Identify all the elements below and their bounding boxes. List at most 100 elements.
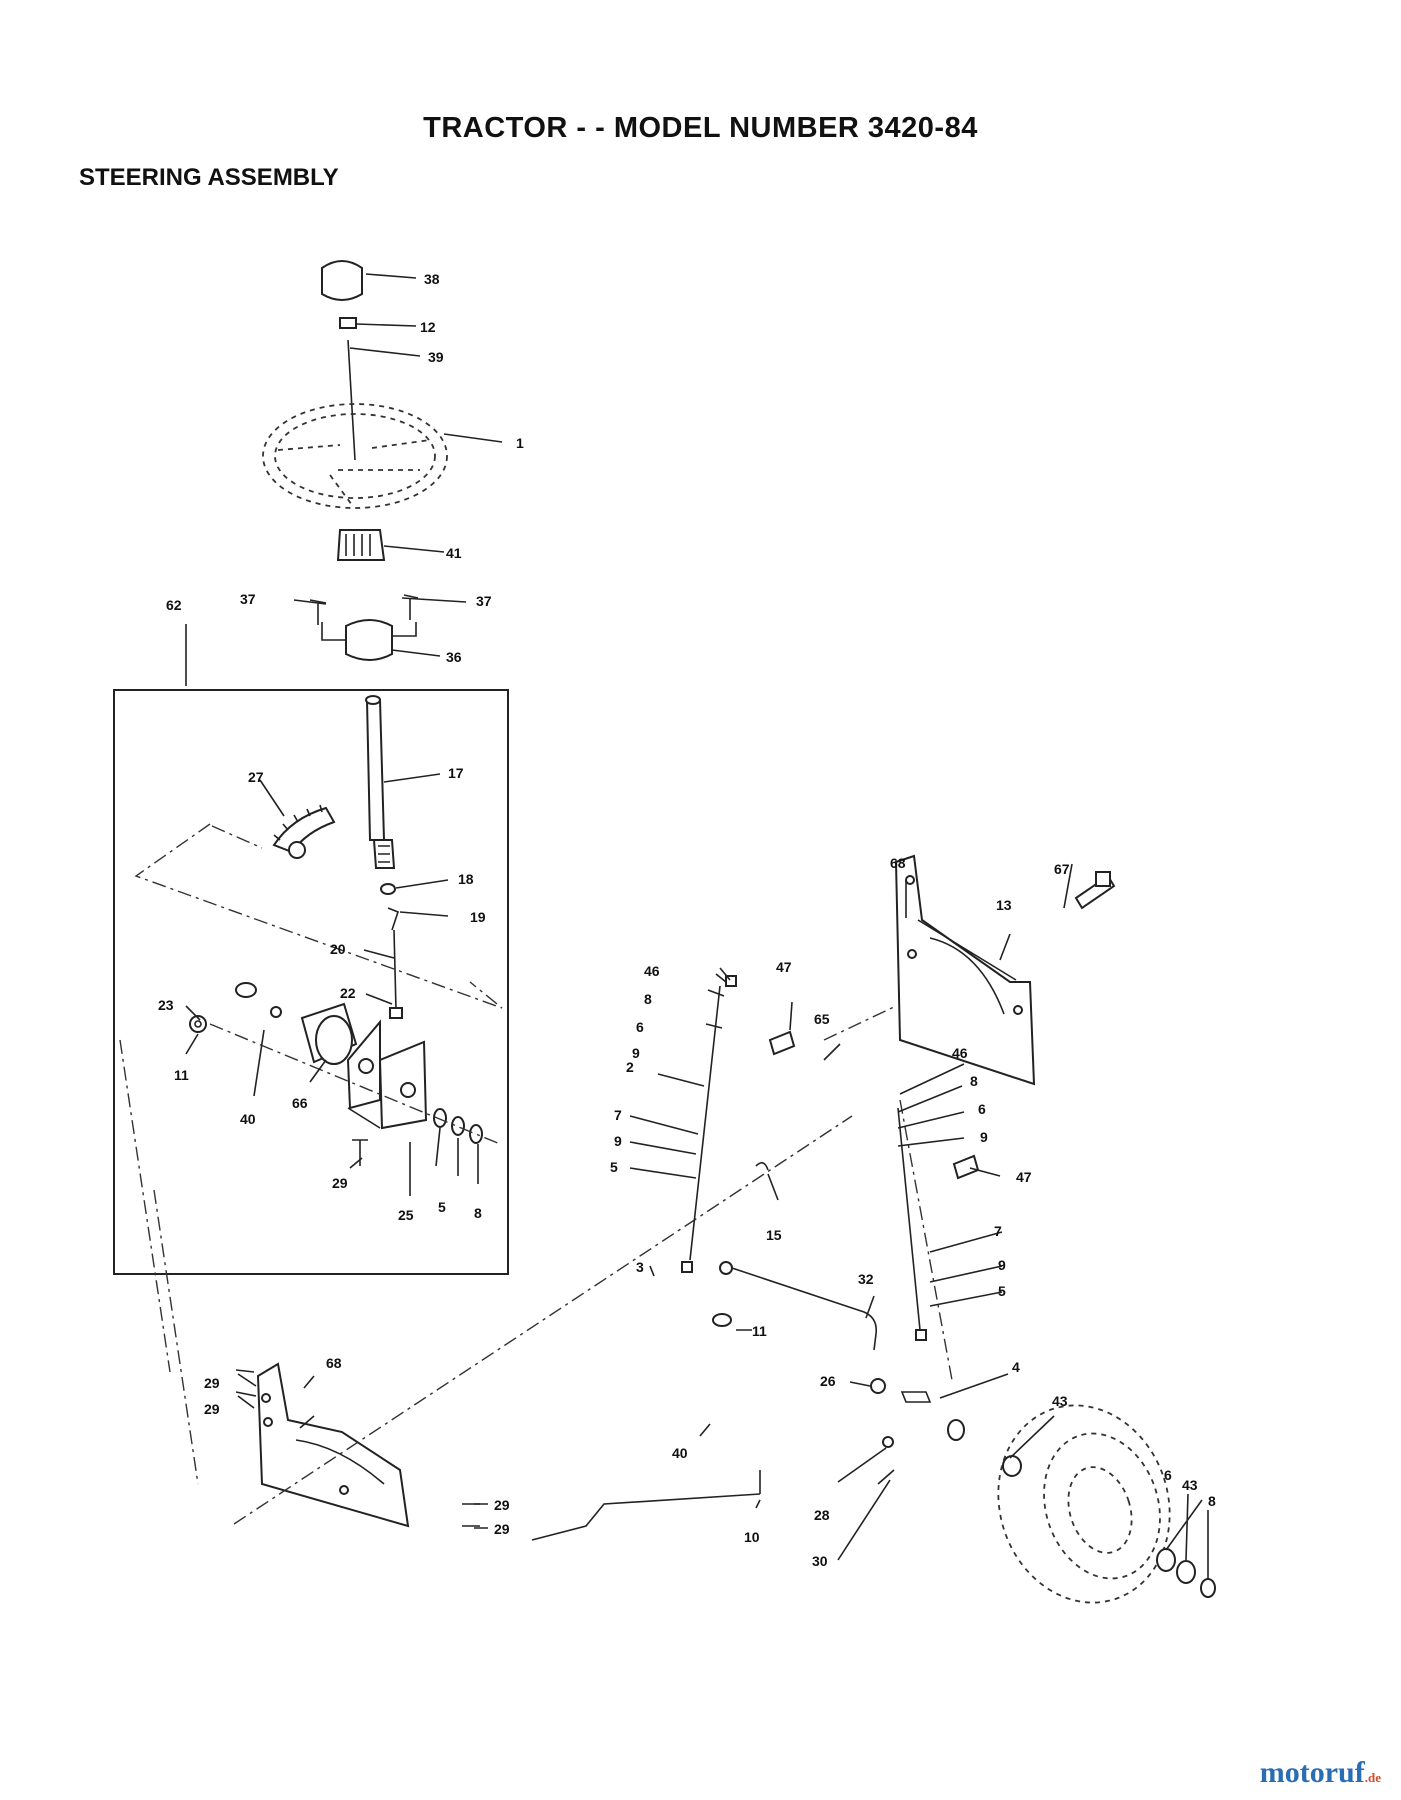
left-bracket-hole-a — [261, 1393, 271, 1403]
callout-20: 20 — [330, 941, 346, 957]
right-spindle-part — [897, 1107, 921, 1331]
right-bracket-hole-b — [907, 949, 917, 959]
callout-7-left: 7 — [614, 1107, 622, 1123]
steering-shaft-part — [365, 699, 386, 841]
callout-46-right: 46 — [952, 1045, 968, 1061]
gear-axis-line — [211, 825, 263, 849]
washer-stack-c — [469, 1124, 483, 1144]
callout-23: 23 — [158, 997, 174, 1013]
ball-joint-part — [870, 1378, 886, 1394]
callout-36: 36 — [446, 649, 462, 665]
drag-link-part — [725, 1265, 878, 1351]
lock-nut-part — [189, 1015, 207, 1033]
callout-5-box: 5 — [438, 1199, 446, 1215]
callout-32: 32 — [858, 1271, 874, 1287]
watermark-logo: motoruf.de — [1260, 1756, 1381, 1790]
front-wheel-group — [997, 1404, 1216, 1604]
sector-gear-teeth — [273, 804, 323, 841]
right-bracket-hole-a — [905, 875, 915, 885]
front-tire-part — [997, 1404, 1171, 1604]
pivot-line — [823, 1005, 897, 1041]
wheel-washer-b — [1156, 1548, 1176, 1572]
callout-18: 18 — [458, 871, 474, 887]
nut-axis-line — [209, 1023, 501, 1145]
callout-43-upper: 43 — [1052, 1393, 1068, 1409]
small-washer-part — [270, 1006, 282, 1018]
watermark-main: motoruf — [1259, 1756, 1365, 1789]
left-spindle-part — [689, 985, 721, 1261]
callout-8-wheel: 8 — [1208, 1493, 1216, 1509]
callout-9-right-upper: 9 — [980, 1129, 988, 1145]
sector-gear-hub — [288, 841, 306, 859]
callout-29-box: 29 — [332, 1175, 348, 1191]
left-bracket-part — [256, 1362, 410, 1528]
callout-9-left-upper: 9 — [632, 1045, 640, 1061]
tie-rod-part — [531, 1493, 761, 1541]
callout-10: 10 — [744, 1529, 760, 1545]
pinion-teeth — [378, 845, 390, 863]
steering-column-group — [262, 260, 448, 661]
lock-nut-inner — [194, 1020, 202, 1028]
callout-40-lower: 40 — [672, 1445, 688, 1461]
bracket-hole-a — [358, 1058, 374, 1074]
section-title: STEERING ASSEMBLY — [79, 164, 339, 191]
callout-47-left: 47 — [776, 959, 792, 975]
steering-wheel-part — [262, 403, 448, 509]
right-spindle-bottom — [915, 1329, 927, 1341]
left-pivot-bracket — [235, 1362, 480, 1528]
axle-linkage-group — [119, 975, 980, 1541]
right-bracket-slot — [929, 937, 1005, 1015]
callout-15: 15 — [766, 1227, 782, 1243]
left-bracket-screws — [235, 1369, 480, 1527]
callout-37-left: 37 — [240, 591, 256, 607]
right-bracket-hole-c — [1013, 1005, 1023, 1015]
page-title: TRACTOR - - MODEL NUMBER 3420-84 — [423, 112, 978, 144]
callout-26: 26 — [820, 1373, 836, 1389]
callout-62: 62 — [166, 597, 182, 613]
washer-stack-a — [433, 1108, 447, 1128]
callout-22: 22 — [340, 985, 356, 1001]
right-bracket-edge — [917, 919, 1017, 981]
callout-1: 1 — [516, 435, 524, 451]
callout-9-right-lower: 9 — [998, 1257, 1006, 1273]
wheel-adapter-part — [336, 529, 386, 561]
callout-27: 27 — [248, 769, 264, 785]
watermark-tld: .de — [1364, 1770, 1381, 1785]
right-spindle-line — [899, 1099, 953, 1381]
pivot-bolt-left — [768, 1030, 796, 1056]
bushing-bracket-lines — [321, 622, 417, 641]
right-pivot-bracket — [894, 854, 1116, 1086]
callout-29-left-b: 29 — [204, 1401, 220, 1417]
pin-part — [393, 929, 397, 1011]
steering-cap-part — [321, 260, 363, 301]
lower-lock-nut — [712, 1313, 732, 1327]
callout-6-left: 6 — [636, 1019, 644, 1035]
callout-11-lower: 11 — [752, 1323, 767, 1339]
callout-40-upper: 40 — [240, 1111, 256, 1127]
hex-nut-part — [339, 317, 357, 329]
gear-kit-parts — [134, 695, 503, 1166]
callout-29-left-a: 29 — [204, 1375, 220, 1391]
left-bracket-slot — [295, 1439, 385, 1485]
adapter-splines — [345, 534, 371, 556]
callout-8-right: 8 — [970, 1073, 978, 1089]
callout-65: 65 — [814, 1011, 830, 1027]
flange-bushing-face — [315, 1015, 353, 1065]
callout-46-left: 46 — [644, 963, 660, 979]
shaft-top — [365, 695, 381, 705]
callout-3: 3 — [636, 1259, 644, 1275]
callout-68-upper: 68 — [890, 855, 906, 871]
pivot-bolt-right — [952, 1154, 980, 1180]
callout-7-right: 7 — [994, 1223, 1002, 1239]
callout-6-wheel: 6 — [1164, 1467, 1172, 1483]
hairpin-part — [387, 907, 399, 931]
left-bracket-hole-b — [263, 1417, 273, 1427]
front-rim-part — [1067, 1466, 1133, 1554]
left-bracket-hole-c — [339, 1485, 349, 1495]
drag-link-end — [719, 1261, 733, 1275]
axle-centerline — [233, 1115, 853, 1525]
left-drop-line — [153, 1189, 199, 1485]
callout-47-right: 47 — [1016, 1169, 1032, 1185]
callout-29-right-a: 29 — [494, 1497, 510, 1513]
bracket-hole-b — [400, 1082, 416, 1098]
